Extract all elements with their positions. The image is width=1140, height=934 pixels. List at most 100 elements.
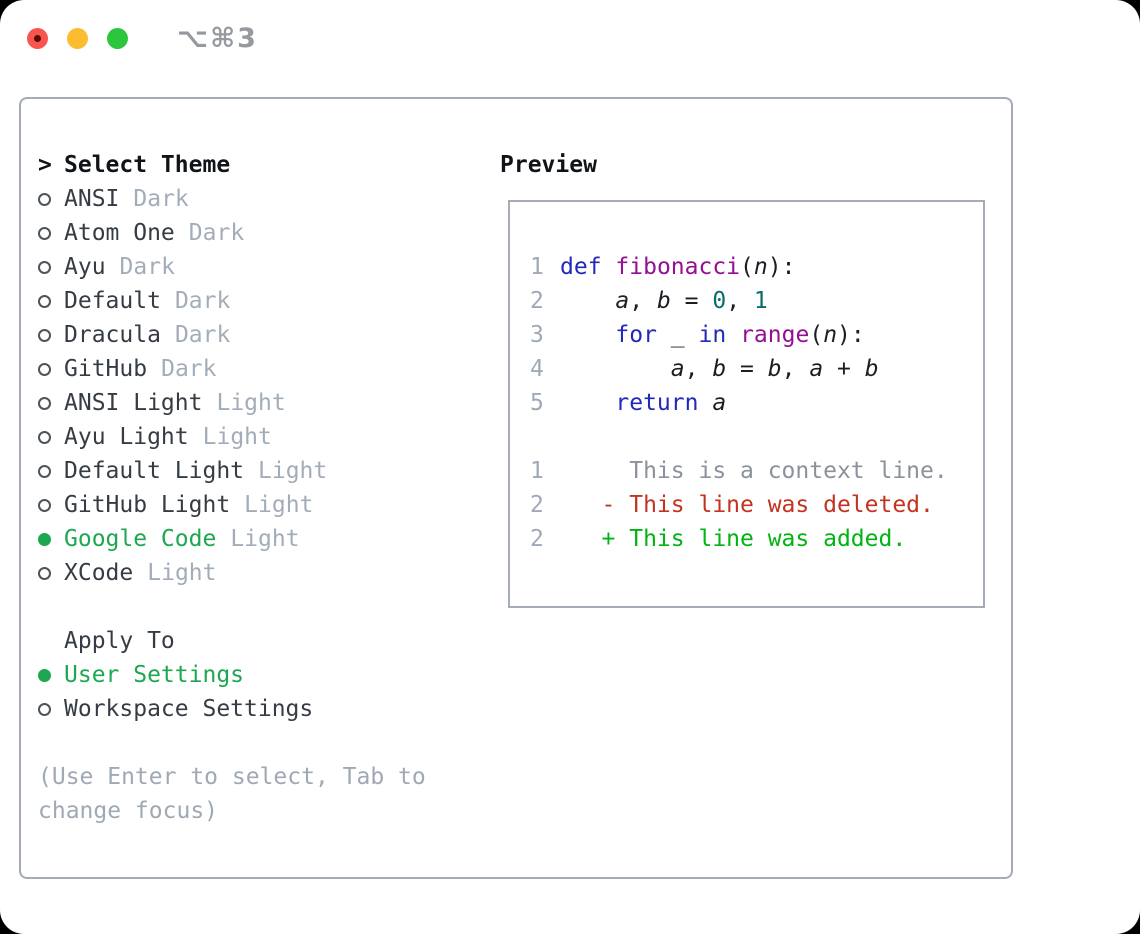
- code-line: 5 return a: [530, 386, 983, 420]
- marker-cell: [38, 430, 64, 444]
- radio-icon: [38, 294, 51, 308]
- line-number: 2: [530, 492, 544, 518]
- line-tokens: return a: [560, 390, 726, 416]
- diff-block: 1 This is a context line.2 - This line w…: [530, 454, 983, 556]
- token-pl: (: [809, 322, 824, 348]
- window-title: ⌥⌘3: [177, 22, 258, 54]
- select-theme-header: Select Theme: [64, 152, 231, 178]
- help-text: (Use Enter to select, Tab to change focu…: [38, 764, 426, 824]
- line-tokens: This is a context line.: [560, 458, 948, 484]
- theme-option-ayu-light[interactable]: Ayu Light Light: [38, 420, 426, 454]
- radio-icon: [38, 566, 51, 580]
- marker-cell: [38, 226, 64, 240]
- apply-option-workspace-settings[interactable]: Workspace Settings: [38, 692, 426, 726]
- radio-icon: [38, 430, 51, 444]
- line-number: 2: [530, 526, 544, 552]
- line-number: 1: [530, 254, 544, 280]
- line-number: 1: [530, 458, 544, 484]
- token-pl: ,: [629, 288, 657, 314]
- token-pl: [657, 322, 671, 348]
- token-var: n: [823, 322, 838, 348]
- line-number: 5: [530, 390, 544, 416]
- theme-name: GitHub: [64, 356, 148, 382]
- radio-icon: [38, 498, 51, 512]
- radio-icon: [38, 192, 51, 206]
- token-kw: return: [615, 390, 699, 416]
- radio-icon: [38, 396, 51, 410]
- line-number: 2: [530, 288, 544, 314]
- theme-name: Default Light: [64, 458, 245, 484]
- token-del: - This line was deleted.: [601, 492, 934, 518]
- token-pl: +: [823, 356, 865, 382]
- token-pl: [560, 288, 615, 314]
- token-fn: range: [740, 322, 810, 348]
- apply-to-header: Apply To: [64, 628, 175, 654]
- unsaved-dot-icon: [34, 34, 41, 42]
- marker-cell: [38, 362, 64, 376]
- theme-variant-label: Light: [147, 560, 217, 586]
- token-num: 0: [712, 288, 727, 314]
- radio-icon: [38, 328, 51, 342]
- select-theme-header-row: > Select Theme: [38, 148, 426, 182]
- marker-cell: [38, 498, 64, 512]
- diff-line: 1 This is a context line.: [530, 454, 983, 488]
- line-tokens: + This line was added.: [560, 526, 907, 552]
- line-tokens: for _ in range(n):: [560, 322, 864, 348]
- marker-cell: [38, 532, 64, 546]
- token-var: b: [656, 288, 671, 314]
- token-var: _: [670, 322, 685, 348]
- line-tokens: def fibonacci(n):: [560, 254, 795, 280]
- theme-name: XCode: [64, 560, 134, 586]
- token-pl: [560, 356, 671, 382]
- token-add: + This line was added.: [601, 526, 907, 552]
- token-kw: for: [615, 322, 657, 348]
- line-tokens: a, b = b, a + b: [560, 356, 879, 382]
- theme-option-xcode[interactable]: XCode Light: [38, 556, 426, 590]
- token-pl: [560, 526, 602, 552]
- token-pl: [602, 254, 616, 280]
- theme-variant-label: Light: [216, 390, 286, 416]
- token-var: b: [712, 356, 727, 382]
- apply-to-header-row: Apply To: [38, 624, 426, 658]
- theme-variant-label: Light: [202, 424, 272, 450]
- radio-icon: [38, 464, 51, 478]
- theme-name: Atom One: [64, 220, 175, 246]
- zoom-button[interactable]: [107, 27, 128, 49]
- minimize-button[interactable]: [67, 27, 88, 49]
- theme-variant-label: Dark: [119, 254, 175, 280]
- close-button[interactable]: [27, 27, 48, 49]
- theme-variant-label: Dark: [174, 322, 231, 348]
- apply-option-label: User Settings: [64, 662, 245, 688]
- apply-option-user-settings[interactable]: User Settings: [38, 658, 426, 692]
- token-pl: [726, 322, 740, 348]
- code-line: 1 def fibonacci(n):: [530, 250, 983, 284]
- token-pl: ,: [726, 288, 754, 314]
- token-pl: =: [726, 356, 768, 382]
- theme-variant-label: Dark: [174, 288, 231, 314]
- token-pl: [560, 322, 615, 348]
- theme-variant-label: Light: [230, 526, 300, 552]
- marker-cell: [38, 668, 64, 682]
- token-pl: [698, 390, 712, 416]
- diff-line: 2 - This line was deleted.: [530, 488, 983, 522]
- diff-line: 2 + This line was added.: [530, 522, 983, 556]
- token-num: 1: [753, 288, 768, 314]
- theme-variant-label: Light: [244, 492, 314, 518]
- theme-name: Ayu Light: [64, 424, 189, 450]
